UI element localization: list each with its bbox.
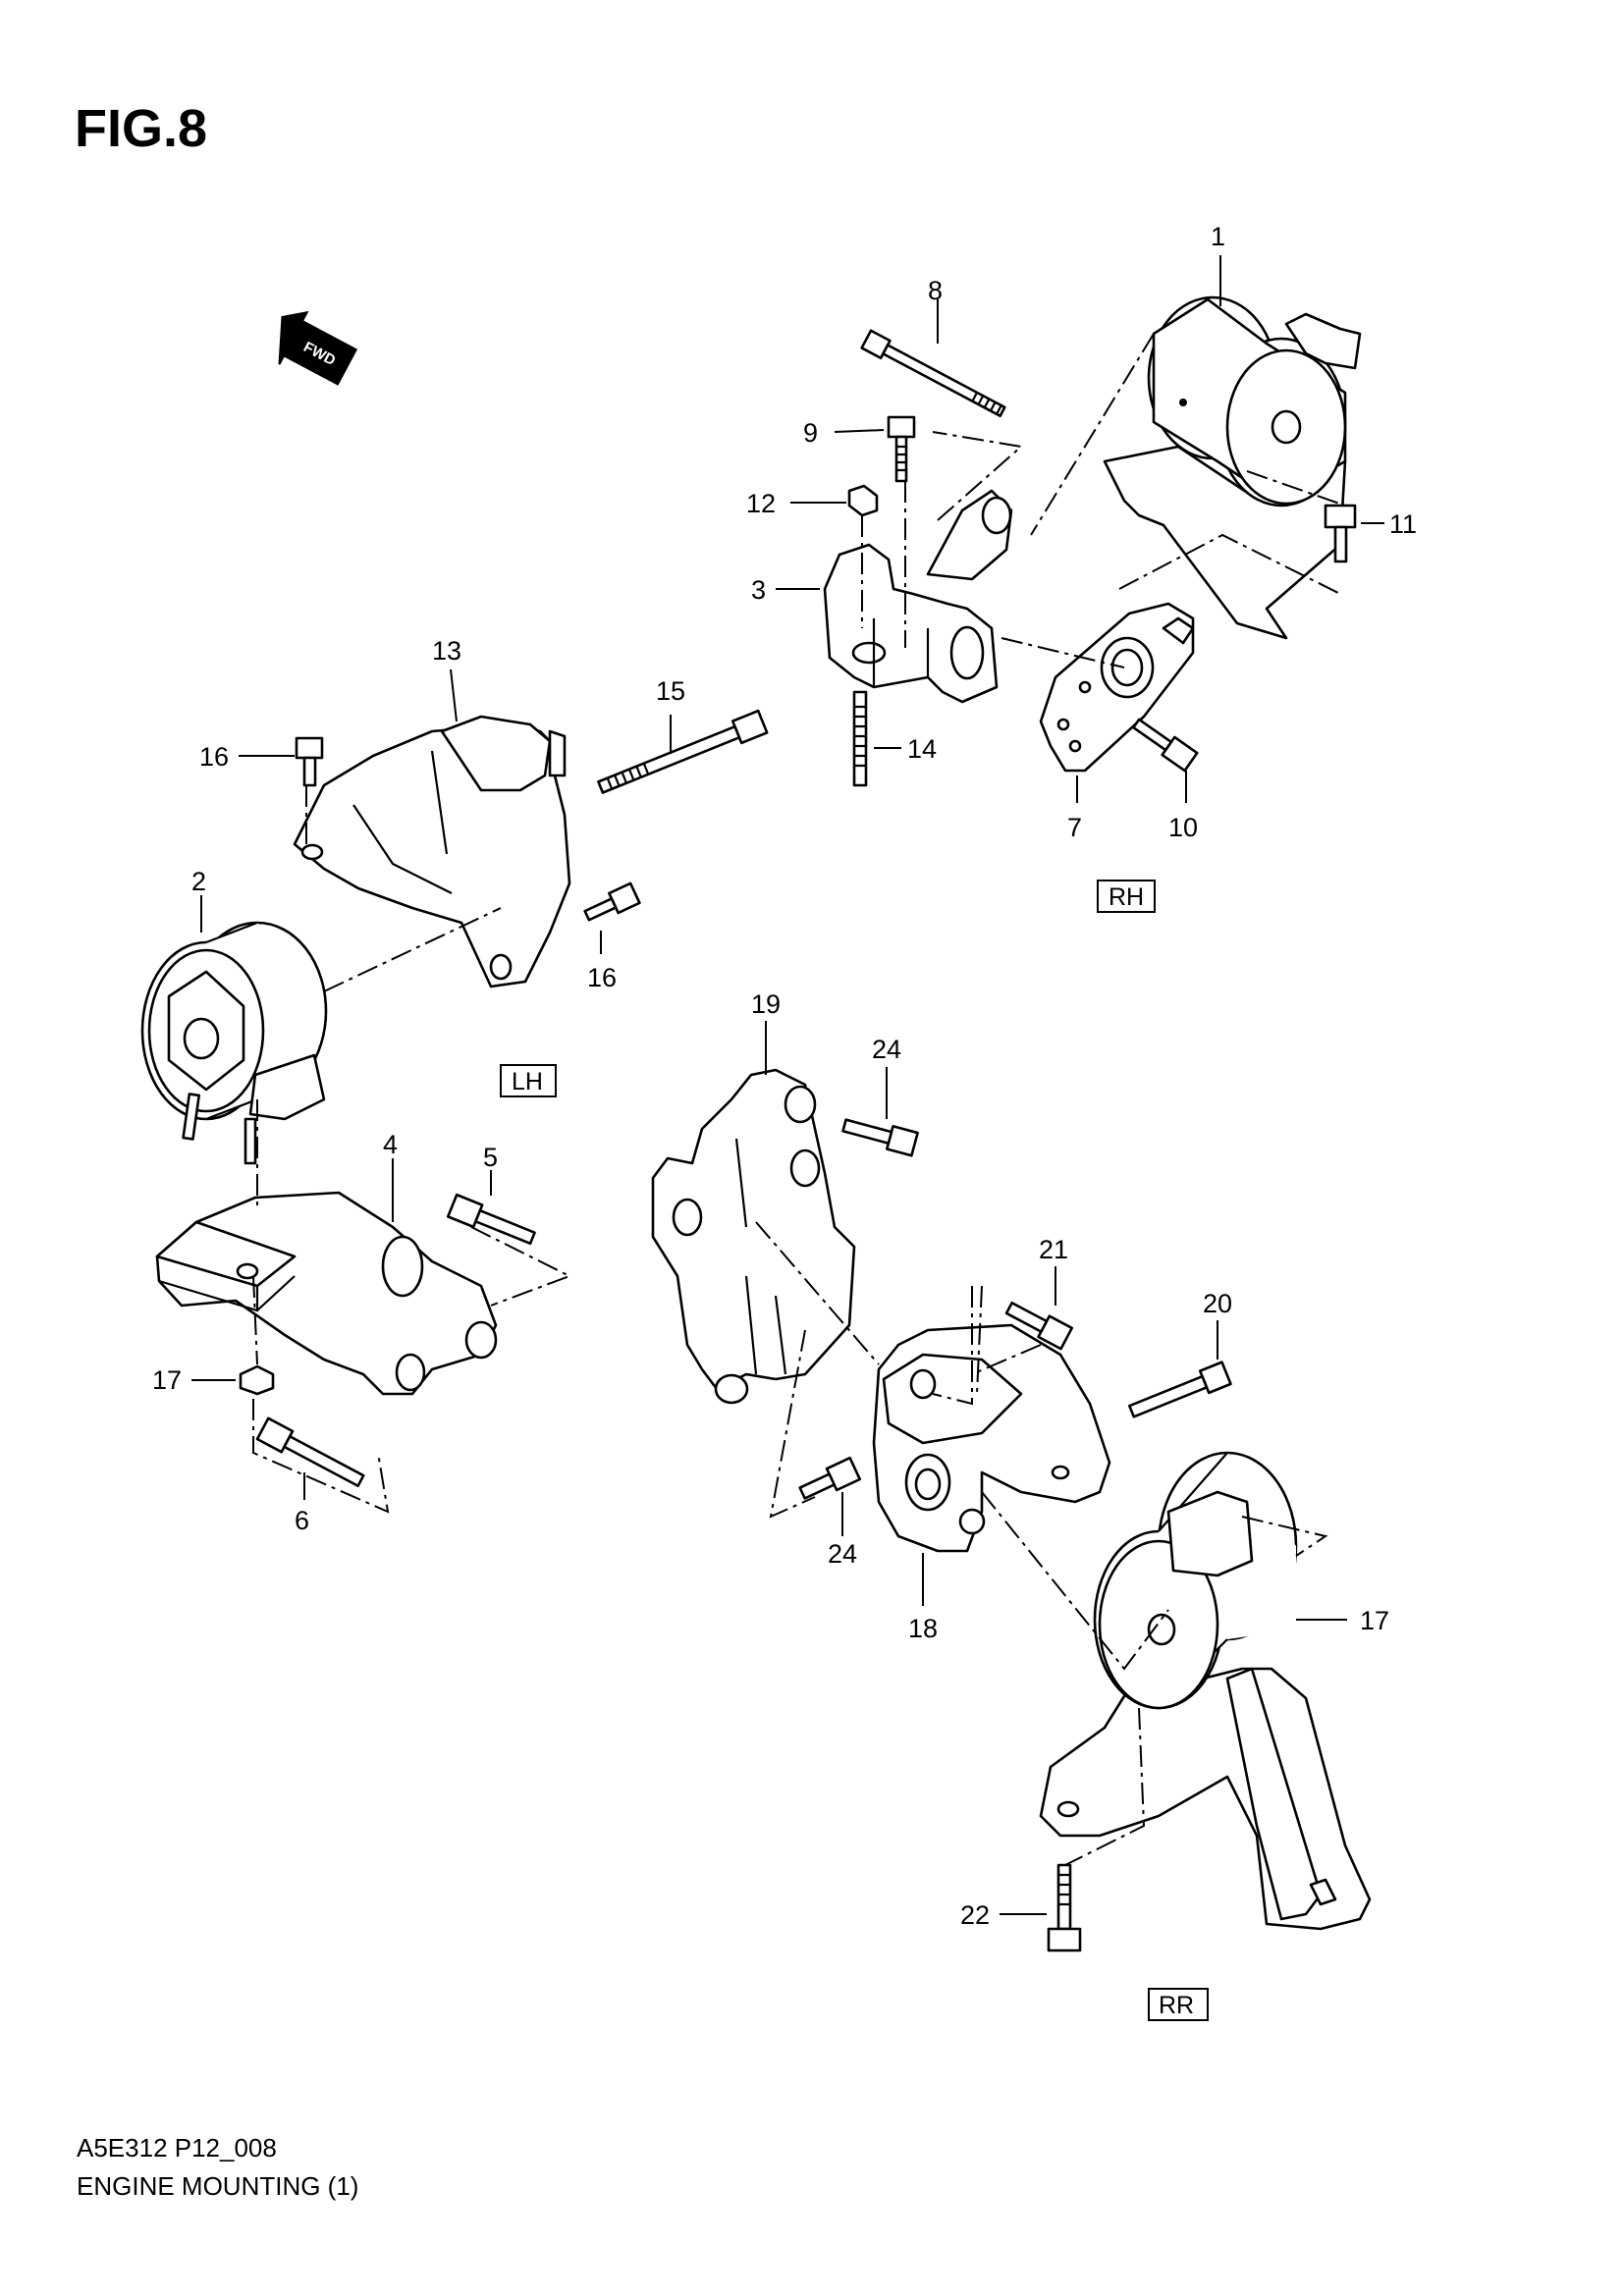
part-12-nut xyxy=(847,484,879,517)
part-6-bolt xyxy=(255,1416,365,1488)
tag-lh: LH xyxy=(500,1064,557,1097)
callout-7: 7 xyxy=(1067,813,1082,842)
callout-11: 11 xyxy=(1389,509,1417,539)
callout-9: 9 xyxy=(803,418,818,448)
callout-8: 8 xyxy=(928,276,943,305)
part-13-lh-bracket xyxy=(293,715,571,988)
part-14-stud xyxy=(852,690,868,787)
part-17-nut xyxy=(239,1364,275,1396)
part-16-bolt-upper xyxy=(295,736,324,787)
callout-5: 5 xyxy=(483,1143,498,1172)
tag-rr: RR xyxy=(1148,1988,1209,2021)
part-3-rh-bracket xyxy=(823,489,1013,704)
callout-10: 10 xyxy=(1168,813,1198,842)
part-19-rr-plate xyxy=(872,1323,1111,1553)
callout-24-upper: 24 xyxy=(872,1035,901,1064)
tag-rh: RH xyxy=(1097,880,1156,913)
part-11-bolt xyxy=(1324,504,1357,563)
callout-1: 1 xyxy=(1211,222,1225,251)
part-22-bolt xyxy=(1004,1301,1074,1351)
part-9-bolt xyxy=(887,415,916,483)
figure-code: A5E312 P12_008 xyxy=(77,2133,277,2163)
part-2-lh-mount xyxy=(140,921,328,1165)
part-23-bolt xyxy=(1047,1863,1082,1952)
svg-text:LH: LH xyxy=(512,1068,543,1095)
callout-6: 6 xyxy=(295,1506,309,1535)
part-5-bolt xyxy=(446,1193,536,1246)
fwd-arrow-icon: FWD xyxy=(278,310,358,386)
callout-3: 3 xyxy=(751,575,766,605)
part-16-bolt-lower xyxy=(583,881,641,922)
callout-20: 19 xyxy=(751,989,781,1019)
figure-name: ENGINE MOUNTING (1) xyxy=(77,2171,359,2201)
part-8-bolt xyxy=(860,329,1006,418)
part-18-rr-mount xyxy=(1039,1451,1372,1931)
part-24-bolt-upper xyxy=(841,1118,919,1157)
svg-text:RR: RR xyxy=(1159,1992,1194,2019)
callout-14: 14 xyxy=(907,734,937,764)
part-1-rh-mount xyxy=(1103,295,1362,640)
part-15-bolt xyxy=(597,709,769,794)
part-4-lh-lower-bracket xyxy=(155,1191,498,1396)
callout-18: 17 xyxy=(1360,1606,1389,1635)
callout-4: 4 xyxy=(383,1130,398,1159)
callout-24-lower: 24 xyxy=(828,1539,857,1569)
part-10-bolt xyxy=(1132,718,1199,773)
part-20-rr-bracket xyxy=(651,1068,856,1405)
callout-2: 2 xyxy=(191,867,206,896)
callout-13: 13 xyxy=(432,636,461,666)
callout-22: 21 xyxy=(1039,1235,1068,1264)
callout-12: 12 xyxy=(746,489,776,518)
callout-21: 20 xyxy=(1203,1289,1232,1318)
figure-title: FIG.8 xyxy=(75,99,208,158)
part-24-bolt-lower xyxy=(798,1456,862,1500)
part-21-bolt xyxy=(1128,1361,1232,1418)
part-7-rh-plate xyxy=(1039,602,1195,773)
callout-16-lower: 16 xyxy=(587,963,617,992)
callout-19: 18 xyxy=(908,1614,938,1643)
callout-16-upper: 16 xyxy=(199,742,229,772)
callout-15: 15 xyxy=(656,676,685,706)
callout-23: 22 xyxy=(960,1900,990,1930)
callout-17: 17 xyxy=(152,1365,182,1395)
svg-text:RH: RH xyxy=(1109,883,1144,911)
